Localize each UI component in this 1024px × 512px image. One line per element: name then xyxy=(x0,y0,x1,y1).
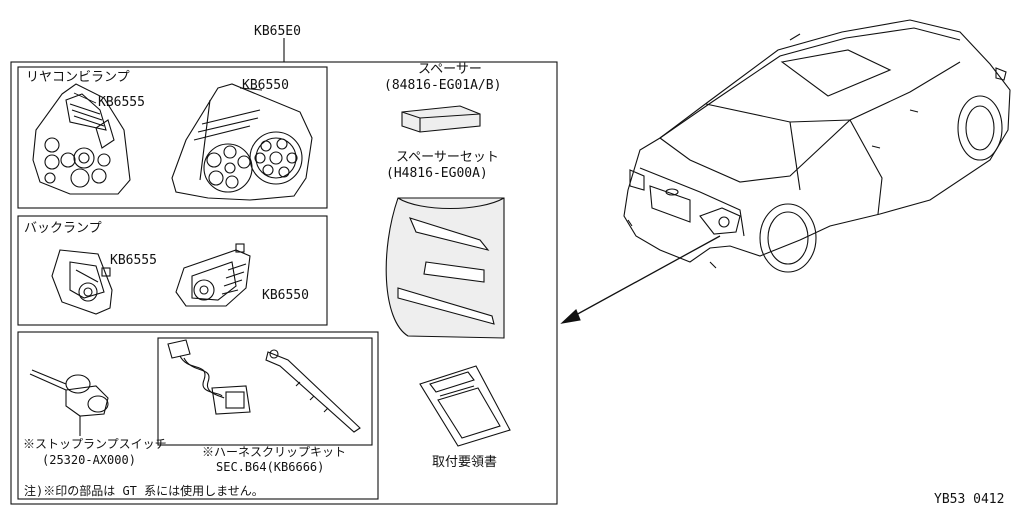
back-lamp-right xyxy=(175,243,251,307)
back-lamp-left xyxy=(51,249,113,315)
harness-clip-drawing xyxy=(167,339,361,433)
spacer-set-part-number: (H4816-EG00A) xyxy=(386,166,488,181)
back-lamp-frame xyxy=(17,215,328,326)
back-lamp-left-part: KB6555 xyxy=(110,253,157,268)
outer-frame xyxy=(10,38,558,505)
harness-clip-kit-part-number: SEC.B64(KB6666) xyxy=(216,460,325,474)
rear-combination-lamp-heading: リヤコンビランプ xyxy=(26,70,130,85)
rear-lamp-left xyxy=(32,83,131,195)
figure-code: YB53 0412 xyxy=(934,492,1005,507)
stop-lamp-switch-drawing xyxy=(29,369,109,436)
rear-lamp-left-part: KB6555 xyxy=(98,95,145,110)
assembly-code: KB65E0 xyxy=(254,24,301,39)
leader-arrow xyxy=(560,235,721,324)
harness-clip-kit-name: ※ハーネスクリップキット xyxy=(202,445,347,459)
back-lamp-heading: バックランプ xyxy=(24,221,102,236)
rear-lamp-right-part: KB6550 xyxy=(242,78,289,93)
back-lamp-right-part: KB6550 xyxy=(262,288,309,303)
spacer-part-number: (84816-EG01A/B) xyxy=(384,78,502,93)
instruction-manual-label: 取付要領書 xyxy=(432,455,498,470)
spacer-block xyxy=(401,105,481,133)
stop-lamp-switch-part-number: (25320-AX000) xyxy=(42,453,136,467)
instruction-manual-drawing xyxy=(419,365,511,447)
spacer-set-bag xyxy=(385,197,505,339)
switch-kit-frame xyxy=(17,331,379,500)
footnote: 注)※印の部品は GT 系には使用しません。 xyxy=(24,484,264,498)
stop-lamp-switch-name: ※ストップランプスイッチ xyxy=(23,437,167,451)
harness-kit-frame xyxy=(157,337,373,446)
rear-combination-lamp-frame xyxy=(17,66,328,209)
spacer-set-name: スペーサーセット xyxy=(396,150,499,165)
car-illustration xyxy=(623,19,1011,273)
spacer-name: スペーサー xyxy=(418,62,482,77)
rear-lamp-right xyxy=(171,83,313,201)
